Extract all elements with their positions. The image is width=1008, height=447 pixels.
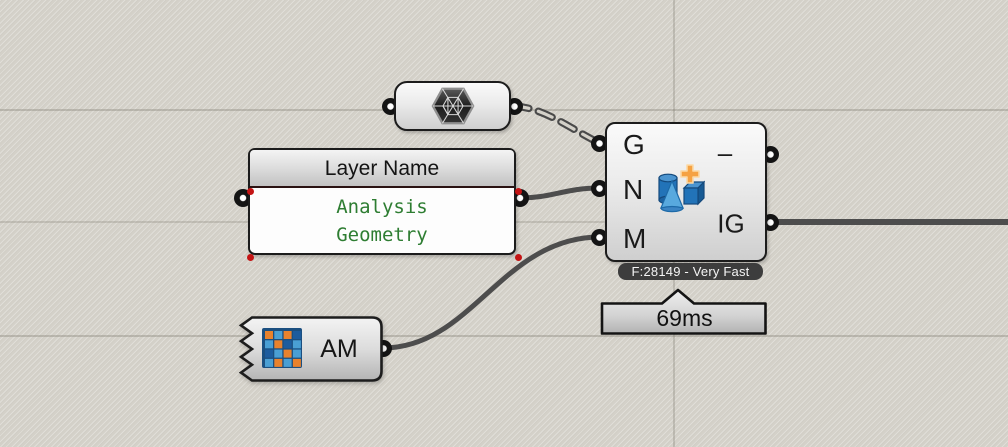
port-main-input-n[interactable] <box>590 179 608 197</box>
grid-line-horizontal <box>0 335 1008 337</box>
am-label: AM <box>320 335 358 363</box>
panel-content[interactable]: Analysis Geometry <box>250 190 514 252</box>
output-label-ig: IG <box>717 208 745 239</box>
main-component[interactable]: G N M – IG <box>605 122 767 262</box>
input-label-n: N <box>623 174 644 205</box>
input-label-m: M <box>623 223 647 254</box>
port-main-input-m[interactable] <box>590 228 608 246</box>
blue-geometry-plus-icon <box>658 164 705 213</box>
mesh-component[interactable] <box>394 81 511 131</box>
am-parameter[interactable] <box>236 313 386 385</box>
layer-name-panel[interactable]: Layer Name Analysis Geometry <box>246 148 522 261</box>
runtime-callout <box>600 288 767 335</box>
panel-grip[interactable] <box>514 253 522 261</box>
panel-line: Analysis <box>336 196 428 219</box>
port-main-input-g[interactable] <box>590 134 608 152</box>
panel-grip[interactable] <box>246 253 254 261</box>
output-label-dash: – <box>717 137 733 168</box>
hexagon-snowflake-icon <box>431 87 474 125</box>
panel-line: Geometry <box>336 224 428 247</box>
panel-grip[interactable] <box>246 187 254 195</box>
runtime-value: 69ms <box>656 305 713 331</box>
wire-mesh-to-g[interactable] <box>510 102 603 147</box>
profiler-tooltip: F:28149 - Very Fast <box>618 263 763 280</box>
pixel-grid-icon <box>262 328 302 368</box>
panel-title: Layer Name <box>250 150 514 188</box>
panel-grip[interactable] <box>514 187 522 195</box>
wire-panel-to-n[interactable] <box>517 185 603 201</box>
wire-am-to-m[interactable] <box>380 234 603 351</box>
input-label-g: G <box>623 129 645 160</box>
